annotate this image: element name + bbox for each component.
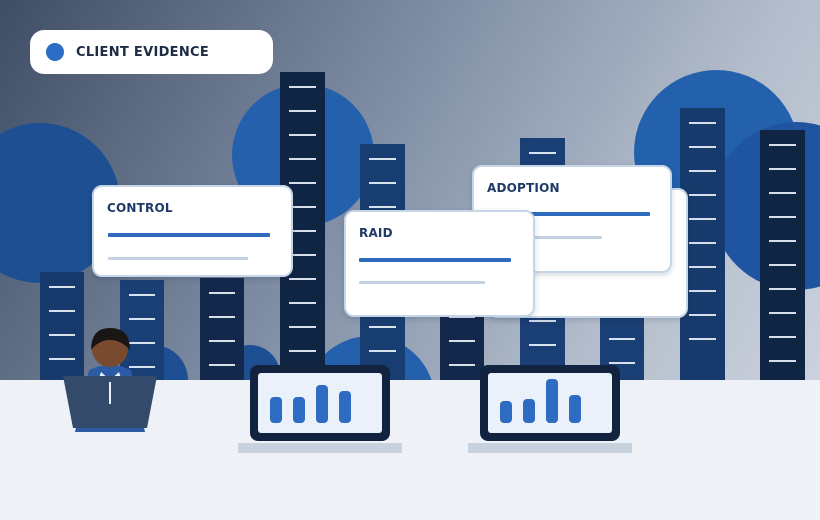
tower-window-line — [769, 312, 796, 314]
tower-window-line — [769, 192, 796, 194]
chart-bar — [500, 401, 512, 423]
tower-window-line — [289, 230, 316, 232]
tower-window-line — [769, 264, 796, 266]
person-figure — [63, 328, 157, 432]
tower-window-line — [49, 310, 75, 312]
tower — [40, 272, 84, 382]
person-hair — [91, 328, 130, 350]
laptop-display — [488, 373, 612, 433]
tower-window-line — [689, 170, 716, 172]
tower-window-line — [289, 110, 316, 112]
tower-window-line — [289, 326, 316, 328]
tower-window-line — [529, 320, 556, 322]
laptop-screen — [480, 365, 620, 441]
chart-bar — [339, 391, 351, 423]
tower-window-line — [689, 338, 716, 340]
tower-window-line — [689, 194, 716, 196]
tower-window-line — [609, 338, 635, 340]
laptop-screen — [250, 365, 390, 441]
tower-window-line — [769, 168, 796, 170]
tower-window-line — [689, 218, 716, 220]
tower — [760, 130, 805, 382]
tower-window-line — [369, 182, 396, 184]
card-primary-bar — [108, 233, 270, 237]
desk-marker — [109, 382, 111, 404]
tower-window-line — [369, 350, 396, 352]
tower-window-line — [209, 364, 235, 366]
tower-window-line — [769, 216, 796, 218]
tower — [200, 278, 244, 382]
tower-window-line — [209, 292, 235, 294]
tower-window-line — [369, 326, 396, 328]
tower — [120, 280, 164, 382]
badge-label: CLIENT EVIDENCE — [76, 44, 210, 60]
tower-window-line — [529, 152, 556, 154]
tower-window-line — [129, 366, 155, 368]
tower-window-line — [449, 340, 475, 342]
tower-window-line — [689, 122, 716, 124]
card-secondary-bar — [108, 257, 248, 260]
tower-window-line — [129, 318, 155, 320]
tower-window-line — [369, 158, 396, 160]
tower-window-line — [689, 146, 716, 148]
card-title: ADOPTION — [487, 181, 560, 195]
tower-window-line — [689, 266, 716, 268]
chart-bar — [546, 379, 558, 423]
tower-window-line — [209, 340, 235, 342]
tower-window-line — [289, 206, 316, 208]
tower-window-line — [49, 334, 75, 336]
card-title: RAID — [359, 226, 393, 240]
tower-window-line — [689, 290, 716, 292]
tower-window-line — [689, 314, 716, 316]
chart-bar — [270, 397, 282, 423]
tower-window-line — [209, 316, 235, 318]
chart-bar — [316, 385, 328, 423]
tower-window-line — [769, 336, 796, 338]
chart-bar — [523, 399, 535, 423]
tower-window-line — [289, 182, 316, 184]
tower-window-line — [609, 362, 635, 364]
status-dot-icon — [46, 43, 64, 61]
laptop-base — [468, 443, 632, 453]
tower-window-line — [529, 344, 556, 346]
raid-card: RAID — [344, 210, 535, 317]
tower-window-line — [129, 342, 155, 344]
card-primary-bar — [359, 258, 511, 262]
card-title: CONTROL — [107, 201, 173, 215]
tower-window-line — [449, 364, 475, 366]
tower-window-line — [769, 240, 796, 242]
tower-window-line — [369, 206, 396, 208]
tower-window-line — [689, 242, 716, 244]
tower-window-line — [289, 134, 316, 136]
tower-window-line — [289, 350, 316, 352]
tower-window-line — [289, 254, 316, 256]
tower-window-line — [49, 358, 75, 360]
tower-window-line — [289, 278, 316, 280]
tower-window-line — [289, 86, 316, 88]
tower-window-line — [769, 144, 796, 146]
tower-window-line — [769, 288, 796, 290]
card-secondary-bar — [359, 281, 485, 284]
tower-window-line — [289, 302, 316, 304]
card-primary-bar — [488, 212, 650, 216]
laptop-base — [238, 443, 402, 453]
tower-window-line — [289, 158, 316, 160]
tower-window-line — [49, 286, 75, 288]
tower-window-line — [769, 360, 796, 362]
laptop-display — [258, 373, 382, 433]
tower-window-line — [129, 294, 155, 296]
client-evidence-badge: CLIENT EVIDENCE — [30, 30, 273, 74]
control-card: CONTROL — [92, 185, 293, 277]
chart-bar — [293, 397, 305, 423]
card-secondary-bar — [488, 236, 602, 239]
chart-bar — [569, 395, 581, 423]
